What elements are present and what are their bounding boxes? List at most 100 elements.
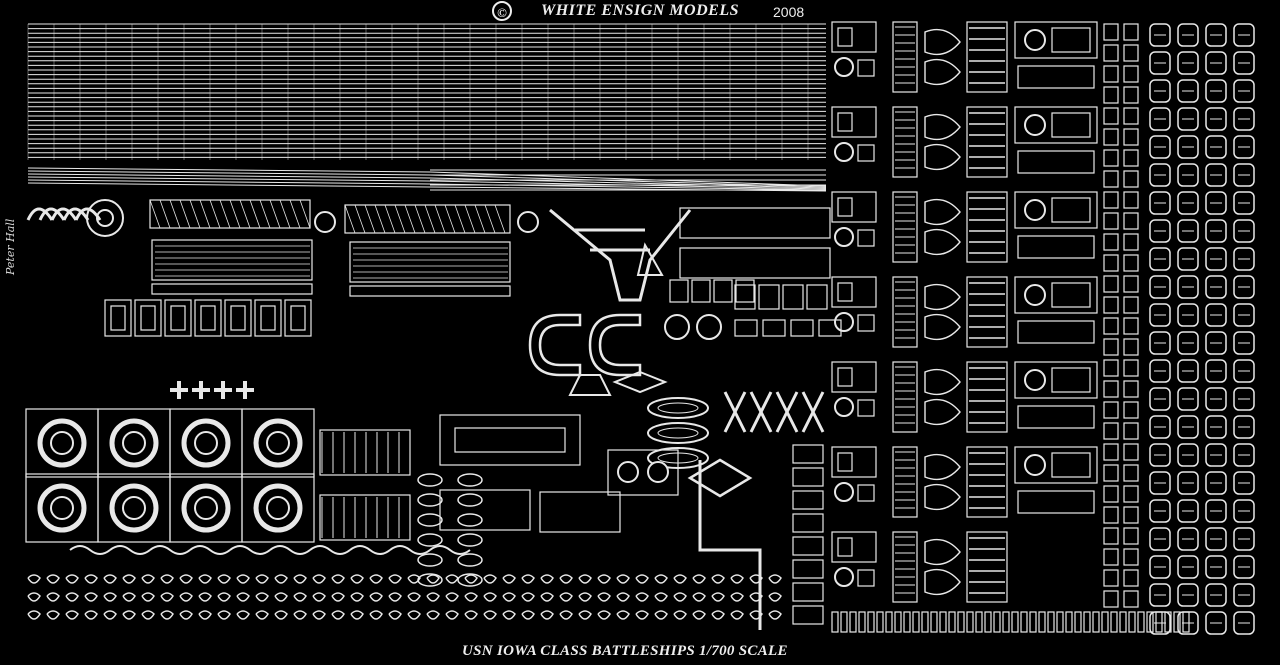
- small-bracket: [1123, 401, 1139, 419]
- small-bracket: [768, 592, 782, 602]
- truss-web: [424, 204, 436, 234]
- tub-ring-inner: [50, 431, 74, 455]
- life-raft: [1149, 359, 1171, 383]
- gun-shield-square: [857, 59, 875, 77]
- life-raft: [1149, 219, 1171, 243]
- small-bracket: [1103, 107, 1119, 125]
- small-bracket: [1123, 590, 1139, 608]
- small-bracket: [635, 592, 649, 602]
- small-frame: [792, 559, 824, 579]
- radar-part: [966, 191, 1008, 263]
- tub-ring-inner: [50, 496, 74, 520]
- small-bracket: [711, 592, 725, 602]
- life-raft: [1205, 219, 1227, 243]
- truss-web: [354, 204, 366, 234]
- life-raft: [1177, 443, 1199, 467]
- ladder-part: [892, 446, 918, 518]
- life-raft: [1233, 499, 1255, 523]
- x-brace: [749, 391, 773, 433]
- life-raft: [1205, 583, 1227, 607]
- small-bracket: [1123, 359, 1139, 377]
- life-raft: [1177, 135, 1199, 159]
- tiny-part: [948, 611, 956, 633]
- small-bracket: [331, 610, 345, 620]
- small-bracket: [578, 610, 592, 620]
- small-bracket: [160, 592, 174, 602]
- gun-shield-frame: [831, 276, 877, 308]
- life-raft: [1233, 79, 1255, 103]
- small-bracket: [84, 592, 98, 602]
- small-bracket: [103, 592, 117, 602]
- small-bracket: [236, 592, 250, 602]
- life-raft: [1177, 303, 1199, 327]
- small-bracket: [1103, 212, 1119, 230]
- box-part: [735, 279, 755, 303]
- tiny-part: [1047, 611, 1055, 633]
- gun-shield-slot: [837, 452, 853, 472]
- life-raft: [1177, 219, 1199, 243]
- hatch-frame: [164, 299, 192, 337]
- porthole: [647, 461, 669, 483]
- sloped-railing: [27, 167, 827, 187]
- small-bracket: [1123, 44, 1139, 62]
- director-plate: [1051, 367, 1091, 393]
- hatch-frame: [134, 299, 162, 337]
- gun-shield-square: [857, 484, 875, 502]
- small-bracket: [103, 574, 117, 584]
- small-bracket: [1123, 212, 1139, 230]
- life-raft: [1177, 415, 1199, 439]
- platform-slot: [454, 427, 566, 453]
- sloped-railing: [27, 176, 827, 190]
- small-bracket: [1123, 443, 1139, 461]
- deck-platform: [151, 239, 313, 281]
- small-bracket: [1123, 233, 1139, 251]
- life-raft: [1177, 583, 1199, 607]
- director-plate: [1051, 282, 1091, 308]
- small-bracket: [445, 610, 459, 620]
- fret-title: USN IOWA CLASS BATTLESHIPS 1/700 SCALE: [462, 643, 788, 659]
- life-raft: [1149, 163, 1171, 187]
- life-raft: [1149, 135, 1171, 159]
- platform-strip: [1017, 405, 1095, 429]
- small-bracket: [1103, 170, 1119, 188]
- small-bracket: [1123, 275, 1139, 293]
- small-bracket: [236, 574, 250, 584]
- small-bracket: [1123, 569, 1139, 587]
- life-raft: [1149, 555, 1171, 579]
- catwalk-ladder: [319, 429, 411, 476]
- small-bracket: [502, 592, 516, 602]
- truss-web: [454, 204, 466, 234]
- life-raft: [1233, 303, 1255, 327]
- life-raft: [1205, 387, 1227, 411]
- deck-platform: [349, 241, 511, 283]
- life-raft: [1177, 471, 1199, 495]
- small-bracket: [1123, 65, 1139, 83]
- ladder-part: [892, 106, 918, 178]
- small-bracket: [768, 574, 782, 584]
- grated-disc: [696, 314, 722, 340]
- life-raft: [1205, 331, 1227, 355]
- small-bracket: [635, 574, 649, 584]
- life-raft: [1149, 527, 1171, 551]
- life-raft: [1177, 555, 1199, 579]
- small-bracket: [293, 610, 307, 620]
- boat-hull: [647, 422, 709, 444]
- director-plate: [1051, 27, 1091, 53]
- curved-bracket: [924, 113, 961, 171]
- radar-part: [966, 531, 1008, 603]
- small-bracket: [635, 610, 649, 620]
- wave-part: [109, 545, 151, 555]
- small-bracket: [1103, 359, 1119, 377]
- small-bracket: [673, 574, 687, 584]
- truss-web: [394, 204, 406, 234]
- truss-web: [414, 204, 426, 234]
- wave-part: [189, 545, 231, 555]
- small-bracket: [217, 592, 231, 602]
- tiny-part: [1011, 611, 1019, 633]
- tiny-part: [975, 611, 983, 633]
- small-bracket: [122, 610, 136, 620]
- small-bracket: [274, 592, 288, 602]
- life-raft: [1177, 79, 1199, 103]
- director-frame: [1014, 446, 1098, 484]
